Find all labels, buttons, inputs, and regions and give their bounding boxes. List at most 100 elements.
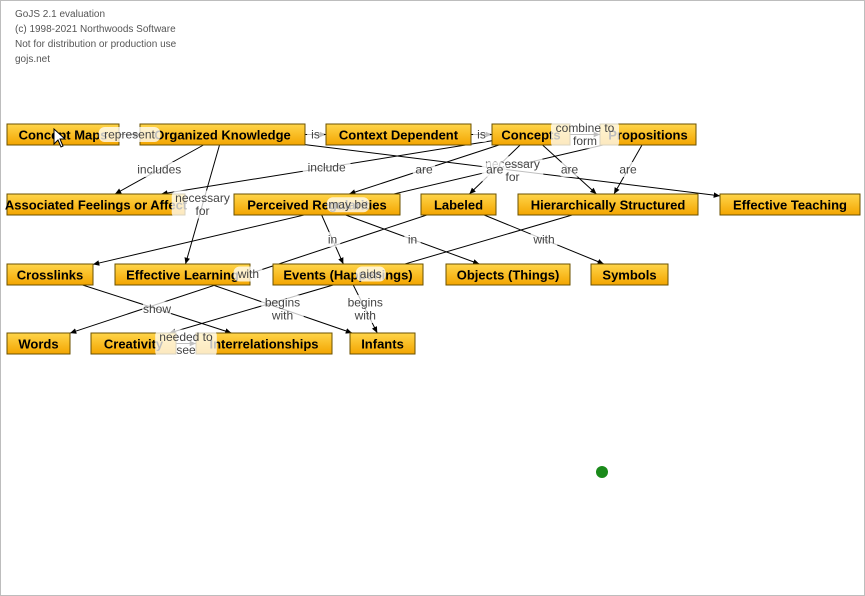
node-label: Propositions <box>608 128 687 143</box>
link-label: with <box>529 232 559 247</box>
watermark-line: (c) 1998-2021 Northwoods Software <box>15 24 176 35</box>
link-label-text: represent <box>104 128 155 142</box>
link-label-text: with <box>354 309 376 323</box>
link-label-text: includes <box>137 163 181 177</box>
node-box[interactable] <box>445 263 571 286</box>
node-label: Concepts <box>501 128 560 143</box>
link-label-text: may be <box>328 198 368 212</box>
link-label-text: is <box>311 128 320 142</box>
link-label-text: are <box>619 163 637 177</box>
node-box[interactable] <box>517 193 699 216</box>
link-label-text: for <box>195 204 209 218</box>
node-label: Labeled <box>434 198 483 213</box>
node-label: Effective Learning <box>126 268 239 283</box>
link-label: with <box>233 266 264 282</box>
link-label: includes <box>131 162 187 177</box>
watermark-line: GoJS 2.1 evaluation <box>15 9 106 20</box>
link-label: are <box>483 162 507 177</box>
node-box[interactable] <box>6 263 94 286</box>
link-label-text: are <box>486 163 504 177</box>
node-box[interactable] <box>590 263 669 286</box>
node-label: Symbols <box>602 268 656 283</box>
node-box[interactable] <box>719 193 861 216</box>
link-label-text: with <box>237 267 259 281</box>
watermark-line: Not for distribution or production use <box>15 39 177 50</box>
node-label: Crosslinks <box>17 268 83 283</box>
node-box[interactable] <box>272 263 424 286</box>
link-label: may be <box>326 197 370 213</box>
node-label: Context Dependent <box>339 128 459 143</box>
node-effective-learning[interactable]: Effective Learning <box>114 263 251 286</box>
node-concepts[interactable]: Concepts <box>491 123 571 146</box>
link-label: are <box>557 162 582 177</box>
link-label: in <box>324 232 341 247</box>
node-box[interactable] <box>325 123 472 146</box>
link-label-text: is <box>477 128 486 142</box>
node-label: Words <box>18 337 58 352</box>
node-infants[interactable]: Infants <box>349 332 416 355</box>
link-label-text: show <box>143 302 171 316</box>
node-labeled[interactable]: Labeled <box>420 193 497 216</box>
link-label-text: combine to <box>556 121 615 135</box>
node-label: Objects (Things) <box>457 268 560 283</box>
link-label-text: with <box>271 309 293 323</box>
node-effective-teaching[interactable]: Effective Teaching <box>719 193 861 216</box>
link-label-text: in <box>408 233 417 247</box>
watermark-line: gojs.net <box>15 54 51 65</box>
link-label: aids <box>355 266 386 282</box>
node-objects[interactable]: Objects (Things) <box>445 263 571 286</box>
node-interrelationships[interactable]: Interrelationships <box>195 332 333 355</box>
node-label: Creativity <box>104 337 164 352</box>
node-symbols[interactable]: Symbols <box>590 263 669 286</box>
node-box[interactable] <box>349 332 416 355</box>
link-label-text: form <box>573 134 597 148</box>
evaluation-watermark: GoJS 2.1 evaluation (c) 1998-2021 Northw… <box>15 7 176 67</box>
mouse-pointer-icon <box>53 128 67 148</box>
node-label: Hierarchically Structured <box>531 198 686 213</box>
node-context-dependent[interactable]: Context Dependent <box>325 123 472 146</box>
status-dot-icon <box>596 466 608 478</box>
link-label: is <box>307 127 324 142</box>
node-label: Concept Maps <box>19 128 108 143</box>
link-label-text: see <box>176 343 196 357</box>
node-events[interactable]: Events (Happenings) <box>272 263 424 286</box>
link-label: in <box>404 232 421 247</box>
node-words[interactable]: Words <box>6 332 71 355</box>
link-label: represent <box>98 127 161 142</box>
link-label-text: necessary <box>175 191 230 205</box>
link-label: include <box>302 159 352 175</box>
node-organized-knowledge[interactable]: Organized Knowledge <box>139 123 306 146</box>
node-label: Associated Feelings or Affect <box>5 198 188 213</box>
link-label-text: with <box>532 233 554 247</box>
link-label-text: aids <box>360 267 382 281</box>
link-label-text: are <box>415 163 433 177</box>
link-label-text: are <box>561 163 579 177</box>
link-label-text: include <box>308 160 346 174</box>
link-label-text: begins <box>265 296 300 310</box>
node-associated-feelings[interactable]: Associated Feelings or Affect <box>5 193 188 216</box>
link-label-text: for <box>505 170 519 184</box>
link-label-text: needed to <box>159 330 213 344</box>
node-label: Organized Knowledge <box>154 128 291 143</box>
node-crosslinks[interactable]: Crosslinks <box>6 263 94 286</box>
link-label: are <box>412 162 436 177</box>
link-label: show <box>142 301 172 317</box>
node-box[interactable] <box>6 332 71 355</box>
link-label-text: in <box>328 233 337 247</box>
node-hierarchically-structured[interactable]: Hierarchically Structured <box>517 193 699 216</box>
link-label: are <box>616 162 640 177</box>
node-label: Interrelationships <box>209 337 318 352</box>
node-box[interactable] <box>420 193 497 216</box>
node-perceived-regularities[interactable]: Perceived Regularities <box>233 193 401 216</box>
node-label: Infants <box>361 337 404 352</box>
node-label: Effective Teaching <box>733 198 847 213</box>
node-label: Events (Happenings) <box>283 268 412 283</box>
node-creativity[interactable]: Creativity <box>90 332 177 355</box>
